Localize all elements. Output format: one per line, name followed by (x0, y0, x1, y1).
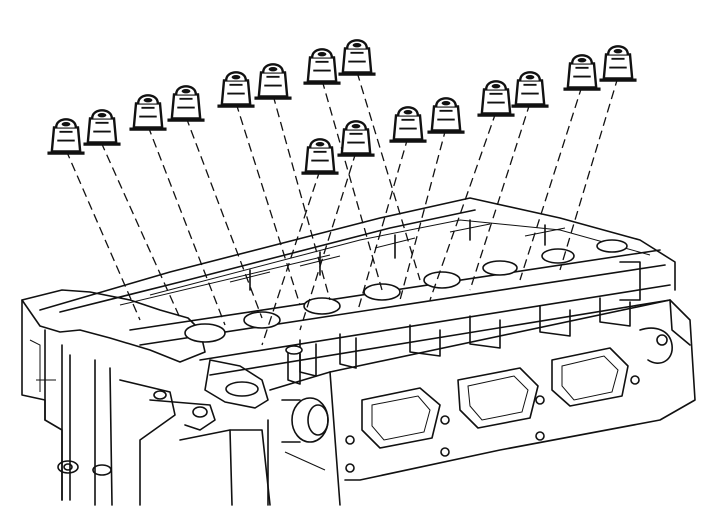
valve-stem-seal-icon (166, 85, 206, 123)
valve-stem-seal-icon (426, 97, 466, 135)
valve-stem-seal-icon (82, 109, 122, 147)
valve-stem-seals (46, 39, 638, 176)
cylinder-head-body (21, 197, 696, 506)
leader-lines (65, 71, 619, 346)
valve-stem-seal-icon (336, 120, 376, 158)
valve-stem-seal-icon (46, 118, 86, 156)
valve-stem-seal-icon (337, 39, 377, 77)
valve-stem-seal-icon (302, 48, 342, 86)
valve-stem-seal-icon (510, 71, 550, 109)
valve-stem-seal-icon (300, 138, 340, 176)
valve-stem-seal-icon (128, 94, 168, 132)
valve-stem-seal-icon (562, 54, 602, 92)
valve-stem-seal-icon (598, 45, 638, 83)
valve-stem-seal-icon (253, 63, 293, 101)
valve-stem-seal-icon (388, 106, 428, 144)
valve-stem-seal-icon (476, 80, 516, 118)
valve-stem-seal-icon (216, 71, 256, 109)
